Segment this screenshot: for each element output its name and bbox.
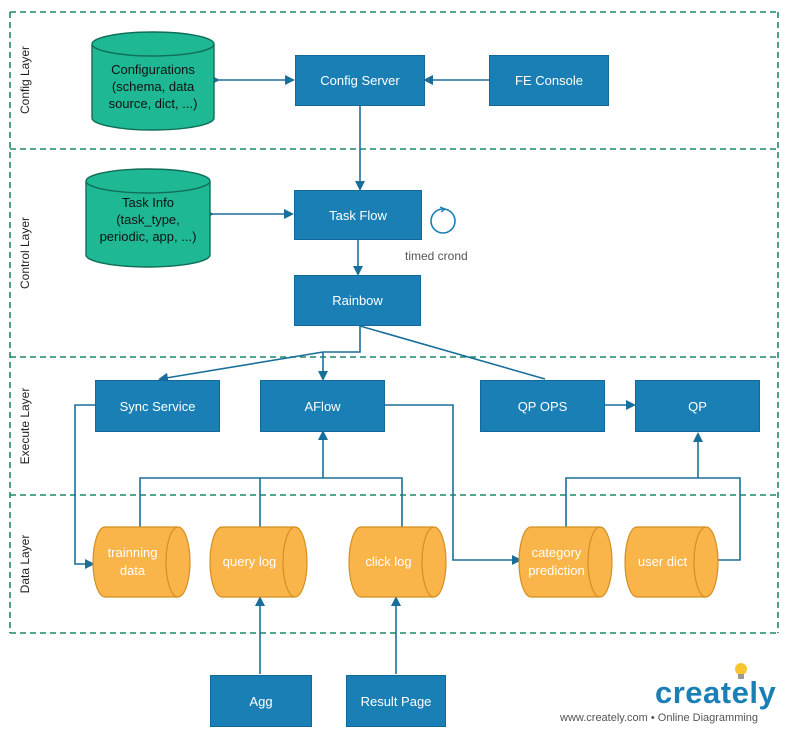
layer-label-config: Config Layer (18, 46, 32, 114)
edge-aflow-categoryprediction (385, 404, 522, 565)
task-flow-box[interactable]: Task Flow (294, 190, 422, 240)
user-dict-label: user dict (637, 554, 688, 569)
aflow-box[interactable]: AFlow (260, 380, 385, 432)
edge-data-bus (139, 477, 403, 527)
agg-box[interactable]: Agg (210, 675, 312, 727)
qp-ops-box[interactable]: QP OPS (480, 380, 605, 432)
lightbulb-icon (735, 663, 747, 679)
task-info-db[interactable]: Task Info (task_type, periodic, app, ...… (86, 188, 210, 250)
query-log-label: query log (222, 554, 277, 569)
category-prediction-store[interactable]: category prediction (519, 527, 594, 597)
edge-syncservice-trainningdata (74, 404, 95, 569)
click-log-store[interactable]: click log (351, 527, 426, 597)
creately-tagline: www.creately.com • Online Diagramming (560, 712, 759, 724)
configurations-db-line-1: Configurations (111, 61, 195, 77)
query-log-store-shape (209, 526, 308, 598)
creately-logo: creately (655, 675, 777, 710)
edge-rainbow-syncservice (158, 351, 324, 383)
clock-icon (430, 206, 456, 234)
edge-qp-inputs (565, 477, 741, 561)
timed-crond-label: timed crond (405, 249, 468, 263)
query-log-store[interactable]: query log (212, 527, 287, 597)
task-info-db-shape (85, 168, 211, 268)
edge-rainbow-trunk (323, 326, 361, 353)
trainning-data-store[interactable]: trainning data (95, 527, 170, 597)
layer-label-execute: Execute Layer (18, 388, 32, 465)
layer-label-control: Control Layer (18, 217, 32, 289)
sync-service-box[interactable]: Sync Service (95, 380, 220, 432)
category-prediction-store-shape (518, 526, 613, 598)
category-prediction-line-2: prediction (528, 563, 585, 578)
user-dict-store-shape (624, 526, 719, 598)
layer-label-data: Data Layer (18, 535, 32, 594)
category-prediction-line-1: category (531, 545, 582, 560)
trainning-data-store-shape (92, 526, 191, 598)
task-info-db-line-3: periodic, app, ...) (99, 228, 197, 244)
task-info-db-line-2: (task_type, (116, 211, 180, 227)
edge-rainbow-qpops (359, 325, 546, 380)
configurations-db[interactable]: Configurations (schema, data source, dic… (92, 56, 214, 116)
trainning-data-line-1: trainning (107, 545, 158, 560)
user-dict-store[interactable]: user dict (625, 527, 700, 597)
configurations-db-line-2: (schema, data (111, 78, 195, 94)
click-log-store-shape (348, 526, 447, 598)
rainbow-box[interactable]: Rainbow (294, 275, 421, 326)
trainning-data-line-2: data (119, 563, 146, 578)
fe-console-box[interactable]: FE Console (489, 55, 609, 106)
result-page-box[interactable]: Result Page (346, 675, 446, 727)
click-log-label: click log (365, 554, 412, 569)
configurations-db-line-3: source, dict, ...) (108, 95, 198, 111)
task-info-db-line-1: Task Info (121, 194, 174, 210)
configurations-db-shape (91, 31, 215, 131)
qp-box[interactable]: QP (635, 380, 760, 432)
config-server-box[interactable]: Config Server (295, 55, 425, 106)
